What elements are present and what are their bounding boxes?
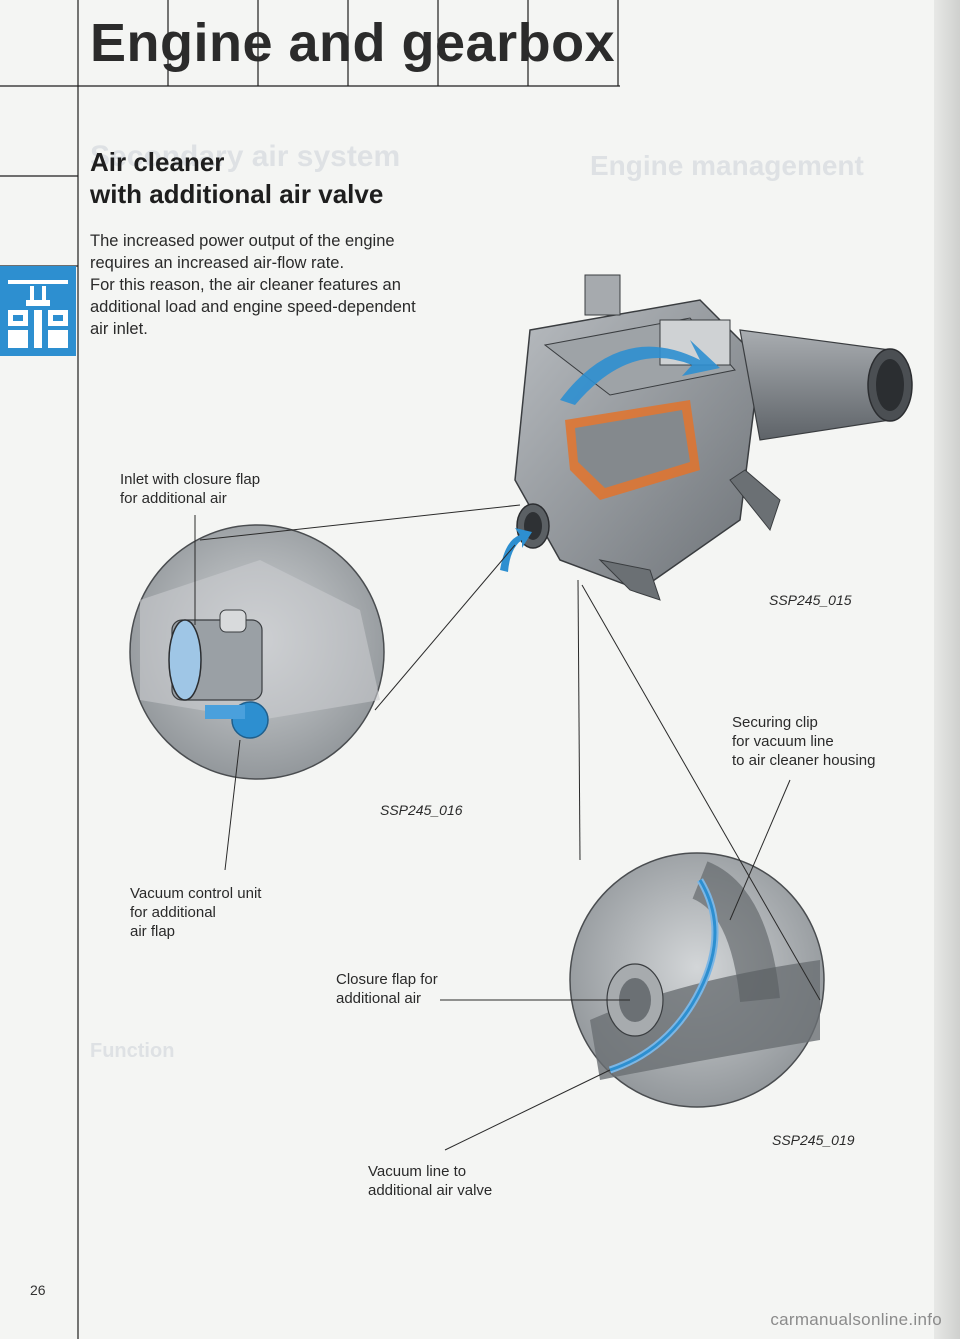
label-inlet: Inlet with closure flap for additional a… (120, 470, 260, 508)
label-line: Inlet with closure flap (120, 471, 261, 488)
page-number: 26 (30, 1282, 46, 1298)
detail-circle-left (129, 524, 385, 780)
label-line: for additional air (120, 490, 227, 507)
detail-circle-right (569, 852, 825, 1108)
label-line: to air cleaner housing (732, 752, 876, 769)
label-closure-flap: Closure flap for additional air (336, 970, 438, 1008)
label-securing-clip: Securing clip for vacuum line to air cle… (732, 713, 875, 770)
label-line: Securing clip (732, 714, 818, 731)
section-tab-icon (0, 266, 76, 356)
label-line: air flap (130, 923, 176, 940)
bleed-through-text: Function (90, 1040, 175, 1062)
watermark: carmanualsonline.info (770, 1310, 942, 1329)
label-line: for vacuum line (732, 733, 834, 750)
airflow-arrow (500, 528, 532, 572)
airflow-arrow (560, 340, 720, 405)
label-line: Vacuum line to (368, 1163, 467, 1180)
body-line: additional load and engine speed-depende… (90, 298, 416, 316)
air-cleaner-housing (514, 274, 913, 601)
figure-code-left: SSP245_016 (380, 802, 463, 818)
label-vacuum-control-unit: Vacuum control unit for additional air f… (130, 884, 261, 941)
section-heading-line: with additional air valve (90, 179, 384, 209)
body-line: requires an increased air-flow rate. (90, 254, 345, 272)
bleed-through-text: Secondary air system (90, 140, 401, 173)
page-title: Engine and gearbox (90, 13, 616, 73)
leader-lines (194, 504, 821, 1151)
figure-code-main: SSP245_015 (769, 592, 852, 608)
page-edge-shadow (934, 0, 960, 1339)
label-line: additional air (336, 990, 422, 1007)
section-body: The increased power output of the engine… (90, 230, 490, 340)
bleed-through-text: Engine management (590, 150, 864, 181)
label-line: Vacuum control unit (130, 885, 262, 902)
label-line: Closure flap for (336, 971, 438, 988)
figure-code-right: SSP245_019 (772, 1132, 855, 1148)
label-vacuum-line: Vacuum line to additional air valve (368, 1162, 492, 1200)
body-line: For this reason, the air cleaner feature… (90, 276, 401, 294)
label-line: additional air valve (368, 1182, 493, 1199)
label-line: for additional (130, 904, 216, 921)
section-heading: Air cleaner with additional air valve (90, 146, 383, 210)
section-heading-line: Air cleaner (90, 147, 225, 177)
body-line: The increased power output of the engine (90, 232, 395, 250)
body-line: air inlet. (90, 320, 148, 338)
